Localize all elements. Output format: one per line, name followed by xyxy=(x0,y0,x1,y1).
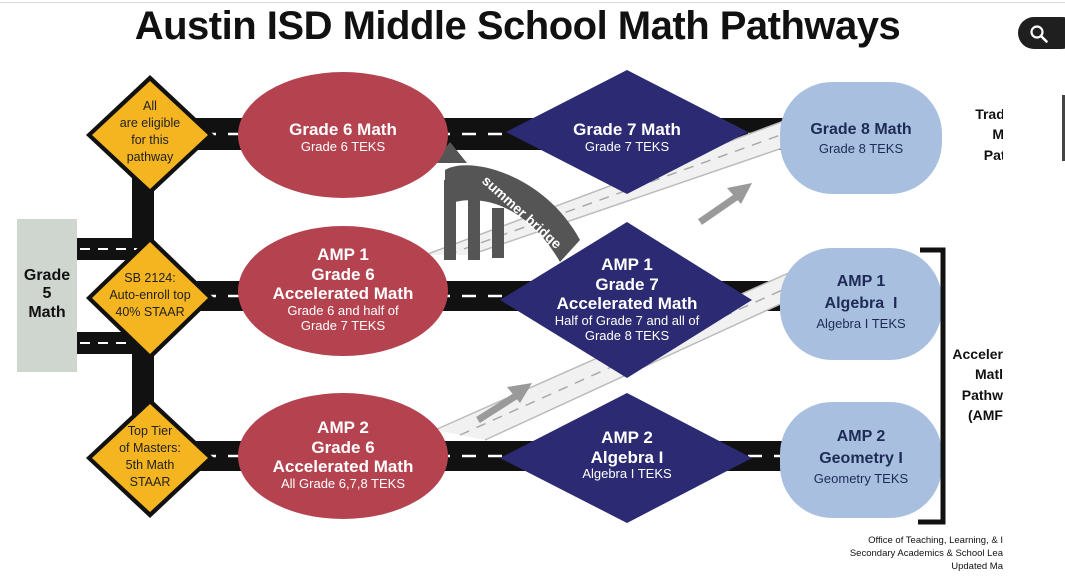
grade8-amp1-l1: AMP 1 xyxy=(836,273,886,290)
side-acc-l3: Pathw xyxy=(961,386,1003,403)
edge-scrollbar[interactable] xyxy=(1062,95,1065,161)
diamond-amp1-grade7 xyxy=(500,222,752,378)
search-icon xyxy=(1030,25,1048,43)
sign-all-l2: are eligible xyxy=(119,115,181,130)
grade8-amp2-l1: AMP 2 xyxy=(836,428,886,445)
accelerated-bracket xyxy=(918,247,946,525)
top-divider xyxy=(0,2,1065,3)
side-trad-l2: Math xyxy=(992,126,1003,143)
grade7-trad-sub: Grade 7 TEKS xyxy=(584,138,670,154)
grade6-amp1-l2: Grade 6 xyxy=(311,264,375,284)
side-trad-l1: Traditic xyxy=(975,106,1003,122)
grade6-amp1-s2: Grade 7 TEKS xyxy=(300,317,386,333)
side-traditional: Traditic Math Pathw xyxy=(945,104,1003,164)
grade7-trad-title: Grade 7 Math xyxy=(573,120,681,139)
diamond-amp2-algebra xyxy=(500,393,752,523)
side-acc-l1: Acceler xyxy=(952,346,1003,362)
grade5-box: Grade 5 Math xyxy=(17,219,77,372)
grade6-amp1-s1: Grade 6 and half of xyxy=(287,302,399,318)
grade6-amp1-l3: Accelerated Math xyxy=(272,284,414,304)
sign-sb-l3: 40% STAAR xyxy=(115,304,185,319)
grade6-amp1-l1: AMP 1 xyxy=(317,245,369,264)
grade7-amp1-s2: Grade 8 TEKS xyxy=(584,327,670,343)
grade7-amp1-l1: AMP 1 xyxy=(601,255,653,274)
box-amp1-algebra xyxy=(780,248,942,360)
stub-road-upper xyxy=(77,238,147,260)
grade6-amp2-text: AMP 2 Grade 6 Accelerated Math All Grade… xyxy=(250,418,436,492)
sign-all-l1: All xyxy=(143,99,157,113)
grade5-line2: 5 xyxy=(42,285,52,303)
side-traditional-clip: Traditic Math Pathw xyxy=(945,104,1003,164)
sign-masters-l1: Top Tier xyxy=(127,424,173,438)
sign-masters-l2: of Masters: xyxy=(119,440,181,455)
grade6-amp2-l1: AMP 2 xyxy=(317,418,369,437)
zoom-button[interactable] xyxy=(1018,17,1065,49)
sign-all-l3: for this xyxy=(131,132,169,147)
footer-line2: Secondary Academics & School Lea xyxy=(849,548,1003,559)
grade7-amp2-l2: Algebra I xyxy=(590,447,664,467)
grade8-amp1-l2: Algebra I xyxy=(824,295,898,313)
grade8-trad-text: Grade 8 Math Grade 8 TEKS xyxy=(782,121,940,157)
side-acc-l2: Matl xyxy=(975,366,1003,383)
footer-line1: Office of Teaching, Learning, & I xyxy=(868,535,1003,546)
grade7-amp1-l3: Accelerated Math xyxy=(556,294,698,314)
grade6-amp2-l2: Grade 6 xyxy=(311,437,375,457)
sign-sb-text: SB 2124: Auto-enroll top 40% STAAR xyxy=(94,270,206,321)
sign-all-eligible xyxy=(86,75,214,195)
sign-masters-text: Top Tier of Masters: 5th Math STAAR xyxy=(100,423,200,491)
grade8-amp1-s1: Algebra I TEKS xyxy=(816,315,906,331)
side-accelerated-clip: Acceler Matl Pathw (AMF xyxy=(948,344,1003,428)
sign-sb2124 xyxy=(86,236,214,360)
side-accelerated: Acceler Matl Pathw (AMF xyxy=(948,344,1003,425)
grade6-trad-text: Grade 6 Math Grade 6 TEKS xyxy=(250,120,436,154)
sign-top-tier-masters xyxy=(86,398,214,518)
box-grade8-math xyxy=(780,82,942,194)
grade7-amp1-s1: Half of Grade 7 and all of xyxy=(554,312,700,328)
grade8-trad-sub: Grade 8 TEKS xyxy=(818,141,904,157)
grade7-trad-text: Grade 7 Math Grade 7 TEKS xyxy=(542,120,712,154)
page-title: Austin ISD Middle School Math Pathways xyxy=(134,4,901,48)
sign-all-l4: pathway xyxy=(126,149,174,164)
grade7-amp2-s1: Algebra I TEKS xyxy=(582,466,672,482)
grade5-line3: Math xyxy=(28,303,66,321)
grade6-trad-title: Grade 6 Math xyxy=(289,120,397,139)
sign-masters-l3: 5th Math xyxy=(125,457,175,472)
diamond-grade7-math xyxy=(506,70,748,194)
grade8-amp2-text: AMP 2 Geometry I Geometry TEKS xyxy=(782,428,940,487)
grade6-amp1-text: AMP 1 Grade 6 Accelerated Math Grade 6 a… xyxy=(250,245,436,334)
grade7-amp1-l2: Grade 7 xyxy=(595,274,659,294)
sign-masters-l4: STAAR xyxy=(129,474,171,489)
grade7-amp2-text: AMP 2 Algebra I Algebra I TEKS xyxy=(542,428,712,482)
side-acc-l4: (AMF xyxy=(968,406,1003,423)
box-amp2-geometry xyxy=(780,402,942,518)
sign-all-text: All are eligible for this pathway xyxy=(100,98,200,166)
grade6-amp2-l3: Accelerated Math xyxy=(272,457,414,477)
grade7-amp1-text: AMP 1 Grade 7 Accelerated Math Half of G… xyxy=(536,255,718,344)
sign-sb-l2: Auto-enroll top xyxy=(109,287,191,302)
grade7-amp2-l1: AMP 2 xyxy=(601,428,653,447)
oval-amp1-grade6 xyxy=(238,226,448,356)
grade8-amp1-text: AMP 1 Algebra I Algebra I TEKS xyxy=(782,273,940,332)
grade5-line1: Grade xyxy=(23,267,71,284)
oval-amp2-grade6 xyxy=(238,393,448,519)
grade6-amp2-s1: All Grade 6,7,8 TEKS xyxy=(280,475,406,491)
grade8-trad-title: Grade 8 Math xyxy=(810,121,912,138)
side-trad-l3: Pathw xyxy=(983,146,1003,163)
grade8-amp2-s1: Geometry TEKS xyxy=(813,470,909,486)
grade8-amp2-l2: Geometry I xyxy=(819,450,903,468)
sign-sb-l1: SB 2124: xyxy=(124,271,176,285)
grade6-trad-sub: Grade 6 TEKS xyxy=(300,138,386,154)
footer-line3: Updated Ma xyxy=(951,561,1003,572)
oval-grade6-math xyxy=(238,72,448,198)
summer-bridge-arch xyxy=(433,142,580,262)
